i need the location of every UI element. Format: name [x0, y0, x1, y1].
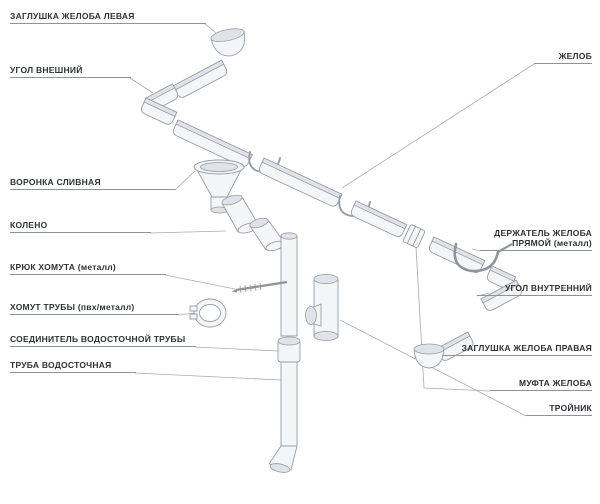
- part-drain-funnel: [193, 159, 245, 214]
- part-gutter-section: [350, 200, 408, 237]
- label-outer-corner: УГОЛ ВНЕШНИЙ: [10, 65, 131, 78]
- leader-line: [164, 274, 236, 290]
- leader-line: [177, 312, 196, 316]
- label-gutter-end-cap-left: ЗАГЛУШКА ЖЕЛОБА ЛЕВАЯ: [10, 11, 206, 24]
- label-gutter-end-cap-right: ЗАГЛУШКА ЖЕЛОБА ПРАВАЯ: [442, 343, 592, 356]
- part-gutter-section: [172, 59, 228, 98]
- part-pipe-clamp: [189, 298, 227, 328]
- label-gutter-holder: ДЕРЖАТЕЛЬ ЖЕЛОБА ПРЯМОЙ (металл): [480, 228, 592, 251]
- label-downpipe-connector: СОЕДИНИТЕЛЬ ВОДОСТОЧНОЙ ТРУБЫ: [10, 334, 196, 347]
- leader-line: [415, 246, 491, 392]
- leader-line: [129, 77, 154, 94]
- label-clamp-hook: КРЮК ХОМУТА (металл): [10, 262, 166, 275]
- label-pipe-clamp: ХОМУТ ТРУБЫ (пвх/металл): [10, 302, 179, 315]
- leader-line: [341, 63, 535, 189]
- part-elbow: [249, 217, 285, 252]
- label-tee: ТРОЙНИК: [526, 403, 592, 416]
- leader-line: [134, 372, 282, 381]
- label-gutter-coupling: МУФТА ЖЕЛОБА: [490, 378, 592, 391]
- label-elbow: КОЛЕНО: [10, 220, 151, 233]
- label-drain-funnel: ВОРОНКА СЛИВНАЯ: [10, 177, 176, 190]
- leader-line: [194, 346, 280, 352]
- label-inner-corner: УГОЛ ВНУТРЕННИЙ: [477, 283, 592, 296]
- part-gutter-section: [428, 236, 486, 273]
- part-tee: [305, 274, 339, 342]
- label-gutter: ЖЕЛОБ: [534, 51, 592, 64]
- leader-line: [149, 230, 227, 234]
- part-clamp-hook: [232, 280, 288, 294]
- part-gutter-end-cap-right: [413, 331, 474, 369]
- leader-line: [174, 170, 196, 191]
- part-gutter-coupling: [403, 224, 426, 248]
- leader-line: [471, 248, 481, 252]
- part-outer-corner: [140, 83, 179, 125]
- label-downpipe: ТРУБА ВОДОСТОЧНАЯ: [10, 360, 136, 373]
- part-downpipe-connector: [277, 336, 301, 363]
- leader-line: [339, 319, 527, 417]
- part-downpipe: [268, 232, 298, 473]
- part-gutter-end-cap-left: [210, 28, 246, 57]
- part-gutter-section: [258, 157, 343, 207]
